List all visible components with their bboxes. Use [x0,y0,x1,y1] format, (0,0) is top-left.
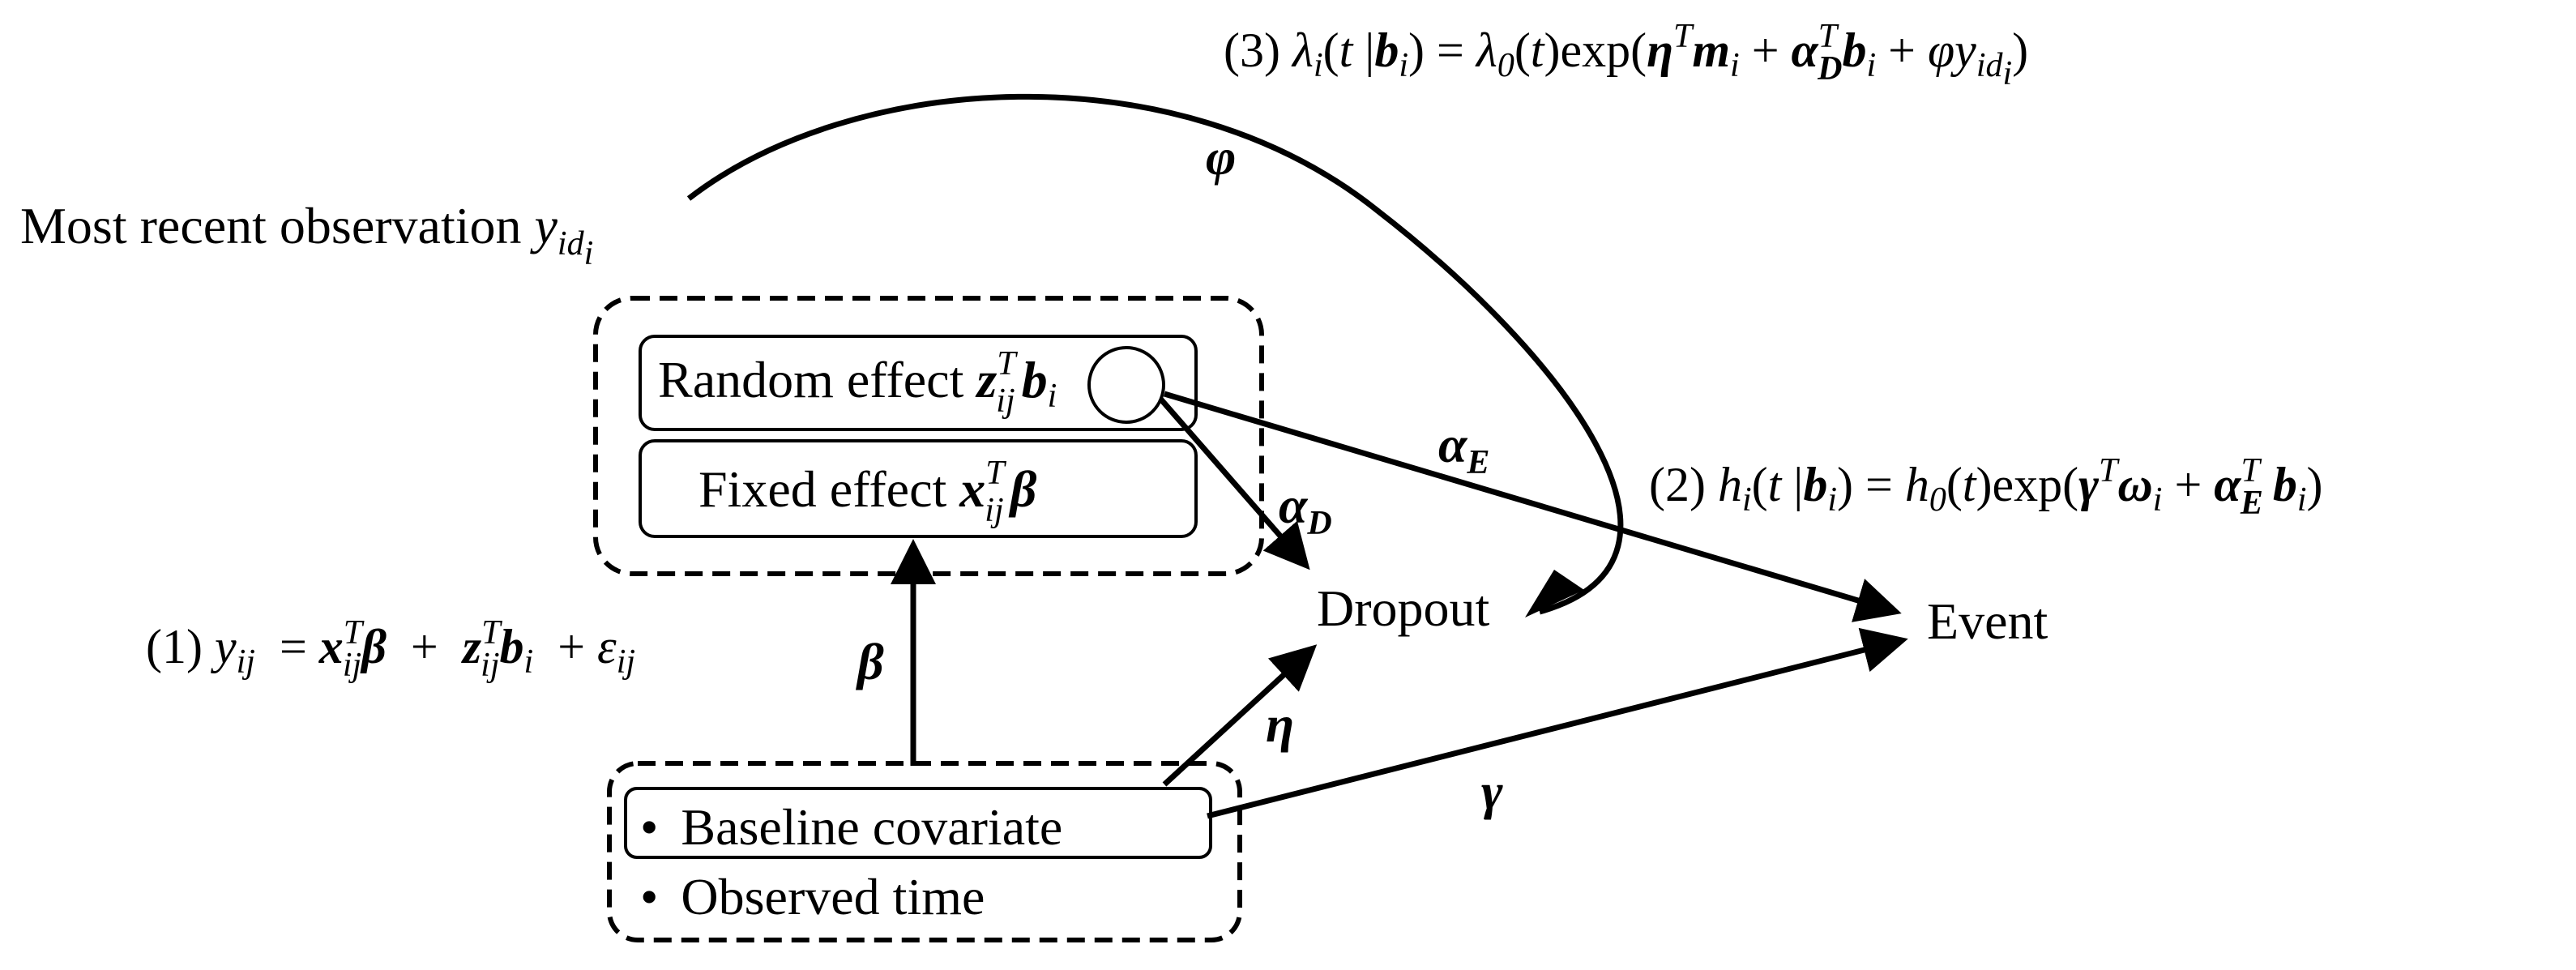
longitudinal-submodel-group [593,296,1264,576]
gamma-edge [1207,627,1908,819]
phi-label: φ [1206,128,1236,186]
gamma-label: γ [1481,763,1503,820]
alpha-d-edge [1158,396,1310,570]
observed-time-node: •Observed time [640,868,985,925]
baseline-group [607,761,1242,942]
most-recent-observation-node: Most recent observation yidi [20,197,593,272]
alpha-e-edge [1164,391,1902,622]
phi-edge [686,93,1624,615]
svg-text:Most recent observation yidi: Most recent observation yidi [20,197,593,272]
phi-edge-arrowhead [1525,570,1584,617]
alpha-e-label: αE [1438,416,1489,481]
random-effect-circle [1087,346,1165,424]
svg-text:•Baseline covariate: •Baseline covariate [640,798,1062,856]
eta-label: η [1266,695,1294,753]
alpha-d-label: αD [1279,476,1332,542]
beta-label: β [856,633,884,690]
dropout-node: Dropout [1317,579,1490,637]
event-node: Event [1927,592,2048,650]
baseline-covariate-node: •Baseline covariate [624,787,1212,859]
